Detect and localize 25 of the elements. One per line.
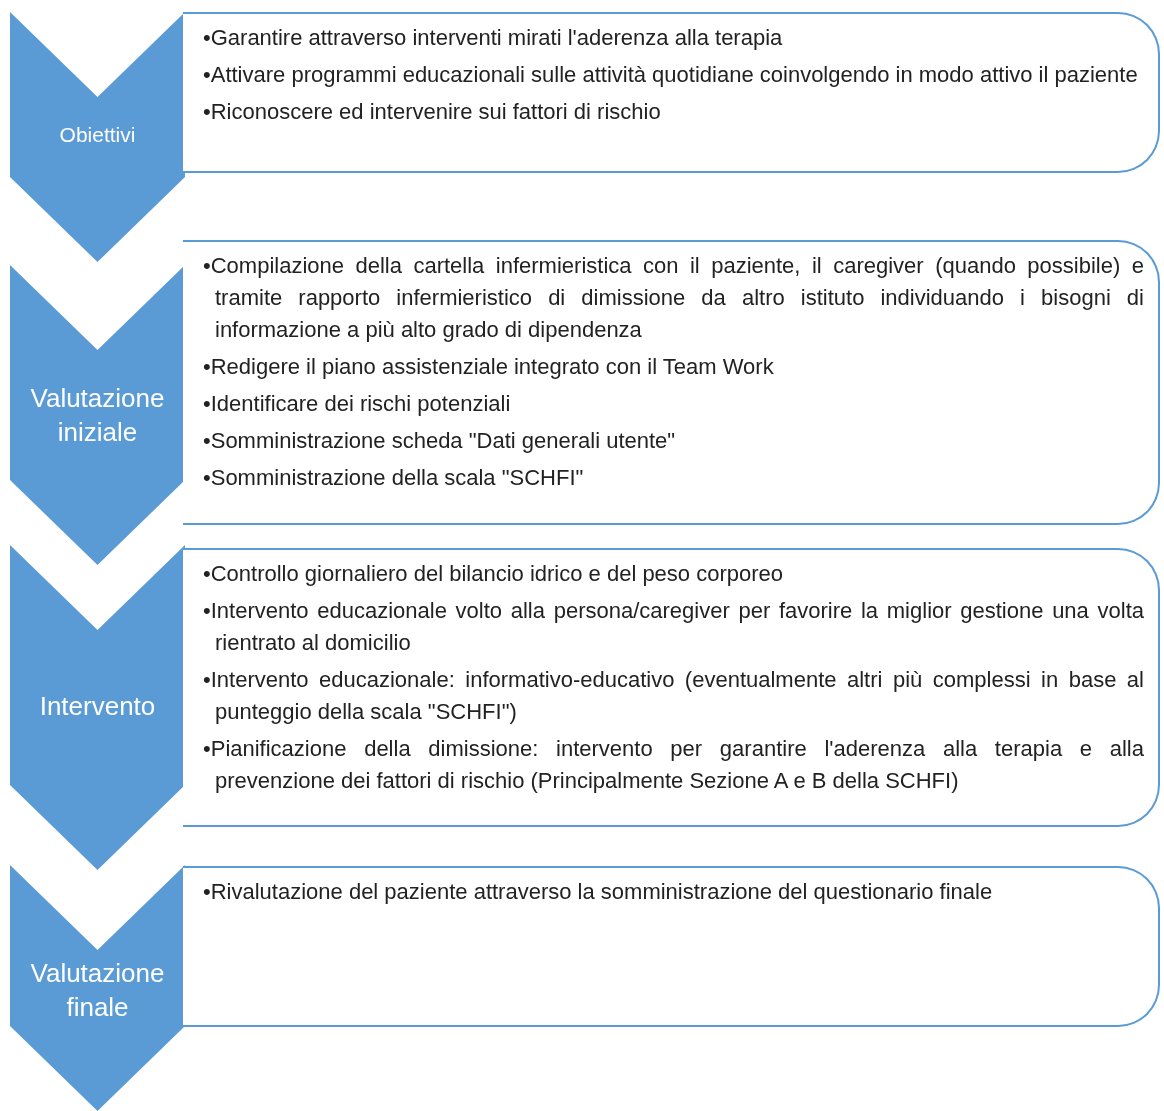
bullet-item: •Compilazione della cartella infermieristica con il paziente, il caregiver (quando possibile) e tramite rapporto infermieristico di dimissione da altro istituto individuando i bisogni di informazione a più alto grado di dipendenza [203,252,1144,344]
bullet-item: •Intervento educazionale: informativo-educativo (eventualmente altri più complessi in base al punteggio della scala "SCHFI") [203,666,1144,726]
chevron-band [10,12,185,262]
text-panel [183,548,1160,827]
chevron-band [10,865,185,1111]
text-panel [183,866,1160,1027]
bullet-item: •Attivare programmi educazionali sulle attività quotidiane coinvolgendo in modo attivo il paziente [203,61,1139,89]
stage-label: Valutazione finale [29,957,166,1024]
text-panel [183,240,1160,525]
bullet-item: •Riconoscere ed intervenire sui fattori di rischio [203,98,662,126]
chevron-band [10,545,185,870]
bullet-item: •Garantire attraverso interventi mirati l'aderenza alla terapia [203,24,784,52]
bullet-item: •Somministrazione scheda "Dati generali utente" [203,427,677,455]
stage-label: Intervento [38,690,157,723]
bullet-item: •Intervento educazionale volto alla persona/caregiver per favorire la miglior gestione una volta rientrato al domicilio [203,597,1144,657]
bullet-item: •Somministrazione della scala "SCHFI" [203,464,585,492]
bullet-item: •Rivalutazione del paziente attraverso la somministrazione del questionario finale [203,878,994,906]
bullet-item: •Redigere il piano assistenziale integrato con il Team Work [203,353,775,381]
stage-label: Obiettivi [58,122,137,148]
chevron-band [10,265,185,565]
stage-label: Valutazione iniziale [29,382,166,449]
bullet-item: •Controllo giornaliero del bilancio idrico e del peso corporeo [203,560,785,588]
text-panel [183,12,1160,173]
bullet-item: •Pianificazione della dimissione: intervento per garantire l'aderenza alla terapia e alla prevenzione dei fattori di rischio (Principalmente Sezione A e B della SCHFI) [203,735,1144,795]
bullet-item: •Identificare dei rischi potenziali [203,390,512,418]
